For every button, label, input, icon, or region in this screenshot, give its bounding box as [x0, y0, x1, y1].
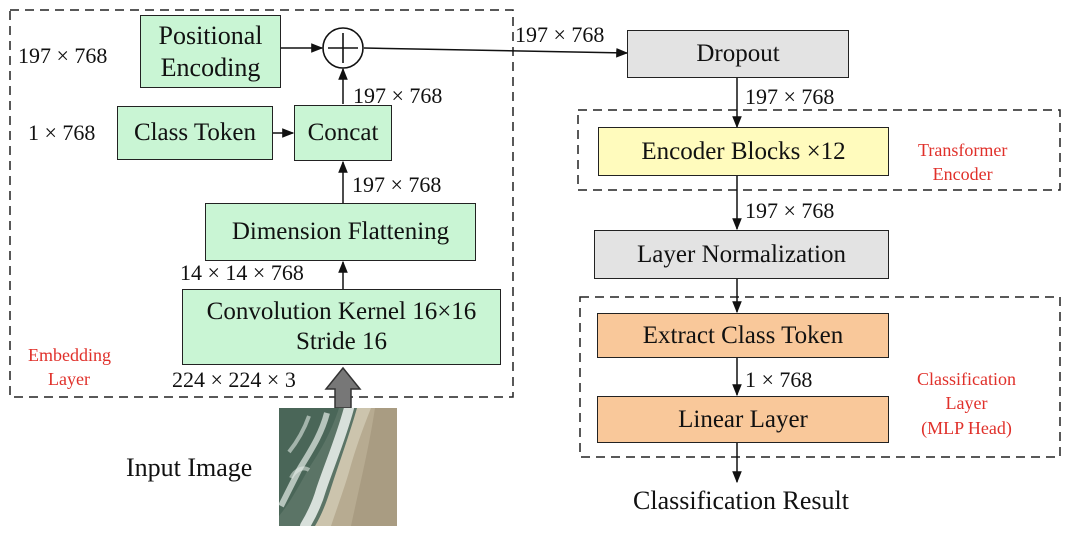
convolution-kernel-line1: Convolution Kernel 16×16 — [206, 298, 477, 325]
dim-after-concat: 197 × 768 — [353, 83, 443, 108]
linear-layer-box: Linear Layer — [597, 396, 889, 443]
dim-after-conv: 14 × 14 × 768 — [180, 260, 304, 285]
extract-class-token-label: Extract Class Token — [642, 321, 844, 349]
encoder-blocks-box: Encoder Blocks ×12 — [598, 127, 889, 176]
positional-encoding-line2: Encoding — [160, 52, 261, 82]
positional-encoding-line1: Positional — [158, 21, 263, 51]
dimension-flattening-box: Dimension Flattening — [205, 203, 476, 261]
transformer-encoder-label-line2: Encoder — [932, 164, 993, 185]
dim-into-concat: 197 × 768 — [352, 172, 442, 197]
convolution-kernel-box: Convolution Kernel 16×16 Stride 16 — [182, 289, 501, 365]
dim-to-dropout: 197 × 768 — [515, 22, 605, 47]
input-image-label: Input Image — [126, 453, 253, 482]
transformer-encoder-label-line1: Transformer — [918, 140, 1008, 160]
layer-normalization-box: Layer Normalization — [594, 230, 889, 279]
class-token-label: Class Token — [133, 119, 257, 146]
classification-result-label: Classification Result — [633, 486, 849, 515]
dim-after-encoder: 197 × 768 — [745, 198, 835, 223]
dim-after-dropout: 197 × 768 — [745, 84, 835, 109]
classification-layer-frame — [579, 296, 1061, 458]
classification-layer-label: Classification Layer (MLP Head) — [917, 367, 1016, 440]
embedding-layer-label-line1: Embedding — [28, 345, 111, 365]
dropout-box: Dropout — [627, 30, 849, 78]
encoder-blocks-label: Encoder Blocks ×12 — [641, 137, 846, 165]
class-token-box: Class Token — [117, 106, 273, 160]
concat-label: Concat — [307, 119, 379, 146]
arrow-add-to-dropout — [363, 47, 629, 58]
concat-box: Concat — [294, 105, 392, 161]
dim-class-token: 1 × 768 — [28, 120, 96, 145]
input-image-thumbnail — [279, 408, 397, 526]
linear-layer-label: Linear Layer — [678, 405, 808, 433]
input-arrow — [324, 366, 362, 409]
positional-encoding-box: Positional Encoding — [140, 15, 281, 88]
dim-after-extract: 1 × 768 — [745, 367, 813, 392]
classification-layer-label-line3: (MLP Head) — [921, 417, 1012, 438]
coastline-photo — [279, 408, 397, 526]
transformer-encoder-label: Transformer Encoder — [918, 138, 1007, 187]
classification-layer-label-line2: Layer — [945, 393, 988, 414]
transformer-encoder-frame — [577, 109, 1061, 191]
dimension-flattening-label: Dimension Flattening — [231, 218, 450, 245]
dropout-label: Dropout — [696, 40, 780, 67]
dim-positional-encoding: 197 × 768 — [18, 43, 108, 68]
embedding-layer-label: Embedding Layer — [28, 343, 111, 392]
extract-class-token-box: Extract Class Token — [597, 313, 889, 358]
dim-input: 224 × 224 × 3 — [172, 367, 296, 392]
embedding-layer-frame — [9, 9, 514, 398]
embedding-layer-label-line2: Layer — [48, 369, 90, 390]
convolution-kernel-line2: Stride 16 — [296, 328, 387, 355]
classification-layer-label-line1: Classification — [917, 369, 1016, 389]
layer-normalization-label: Layer Normalization — [637, 240, 846, 268]
